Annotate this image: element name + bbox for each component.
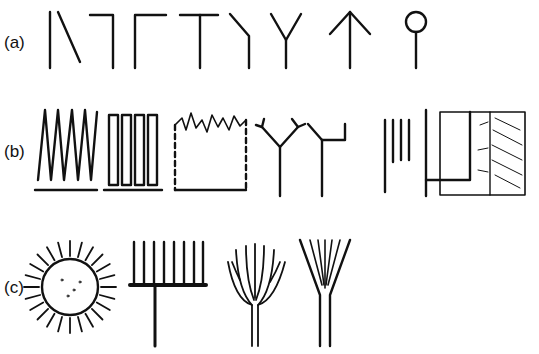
row-c-figures — [24, 240, 350, 346]
sun-ray — [30, 303, 43, 311]
sun-ray — [69, 241, 71, 256]
sun-ray — [58, 243, 62, 258]
row-a-figures — [50, 12, 426, 68]
sun-ray — [86, 247, 94, 260]
sun-ray — [47, 247, 55, 260]
sun-ray — [26, 295, 40, 299]
sun-ray — [58, 317, 62, 332]
row-label: (b) — [4, 142, 25, 162]
sun-ray — [101, 286, 116, 288]
sun-rays — [24, 241, 116, 333]
sun-ray — [26, 275, 40, 279]
sun-ray — [47, 314, 55, 327]
sun-ray — [24, 286, 39, 288]
sun-ray — [78, 317, 82, 332]
row-label: (a) — [4, 33, 25, 53]
hatching — [478, 118, 522, 188]
sun-ray — [30, 264, 43, 272]
sun-ray — [69, 318, 71, 333]
sun-ray — [97, 303, 110, 311]
sun-dots — [61, 279, 81, 297]
sun-ray — [92, 309, 103, 320]
sun-ray — [38, 255, 49, 266]
sun-ray — [78, 243, 82, 258]
tree-figure — [228, 244, 285, 346]
row-b-figures — [35, 110, 525, 196]
sun-ray — [38, 309, 49, 320]
sun-ray — [100, 275, 115, 279]
sun-ray — [100, 295, 115, 299]
sun-ray — [97, 264, 110, 272]
funnel-figure — [300, 240, 350, 346]
sun-ray — [86, 314, 94, 327]
sun-ray — [92, 255, 103, 266]
row-label: (c) — [4, 278, 24, 298]
